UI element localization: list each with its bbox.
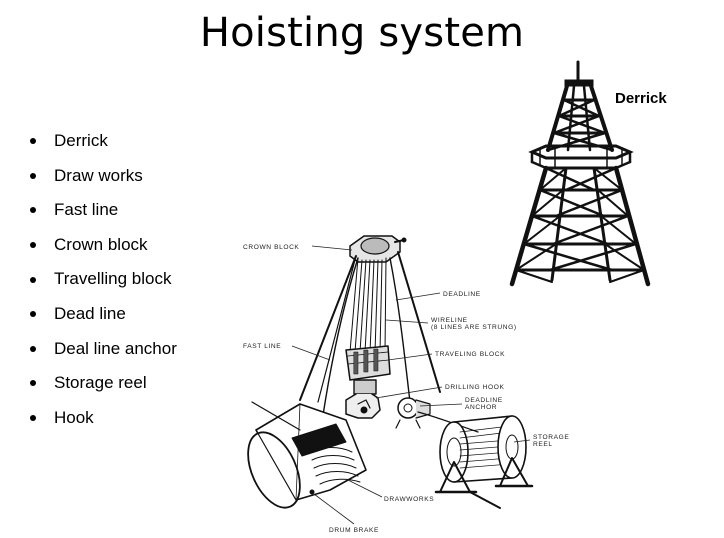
bullet-item: Derrick — [26, 124, 177, 159]
bullet-dot-icon — [30, 207, 36, 214]
traveling-block-drawing — [345, 345, 391, 381]
drilling-hook-drawing — [345, 379, 381, 419]
bullet-dot-icon — [30, 415, 36, 422]
wireline-bundle — [349, 257, 387, 353]
bullet-dot-icon — [30, 276, 36, 283]
bullet-item: Crown block — [26, 228, 177, 263]
bullet-item: Deal line anchor — [26, 332, 177, 367]
label-deadline: DEADLINE — [443, 291, 481, 298]
label-crown-block: CROWN BLOCK — [243, 244, 299, 251]
bullet-text: Hook — [54, 407, 94, 427]
bullet-item: Draw works — [26, 159, 177, 194]
bullet-item: Storage reel — [26, 366, 177, 401]
label-wireline-note: (8 LINES ARE STRUNG) — [431, 324, 517, 331]
bullet-text: Draw works — [54, 165, 143, 185]
bullet-dot-icon — [30, 138, 36, 145]
label-deadline-anchor-2: ANCHOR — [465, 404, 497, 411]
bullet-text: Travelling block — [54, 269, 172, 289]
bullet-text: Derrick — [54, 131, 108, 150]
label-drilling-hook: DRILLING HOOK — [445, 384, 504, 391]
bullet-list: Derrick Draw works Fast line Crown block… — [26, 124, 177, 435]
label-storage-reel-1: STORAGE — [533, 434, 569, 441]
slide-title: Hoisting system — [199, 10, 525, 56]
drawworks-drawing — [247, 401, 367, 509]
bullet-dot-icon — [30, 380, 36, 387]
bullet-item: Hook — [26, 401, 177, 436]
storage-reel-drawing — [434, 415, 534, 509]
bullet-text: Storage reel — [54, 373, 147, 393]
derrick-label: Derrick — [615, 90, 667, 107]
label-storage-reel-2: REEL — [533, 441, 553, 448]
dead-line — [389, 257, 411, 403]
crown-block-drawing — [349, 235, 407, 263]
bullet-item: Fast line — [26, 193, 177, 228]
bullet-text: Deal line anchor — [54, 338, 177, 358]
label-traveling-block: TRAVELING BLOCK — [435, 351, 505, 358]
bullet-dot-icon — [30, 172, 36, 179]
label-drum-brake: DRUM BRAKE — [329, 527, 379, 534]
label-drawworks: DRAWWORKS — [384, 496, 434, 503]
bullet-dot-icon — [30, 311, 36, 318]
bullet-text: Crown block — [54, 234, 148, 254]
bullet-item: Travelling block — [26, 262, 177, 297]
hoisting-diagram — [247, 235, 534, 509]
deadline-anchor-drawing — [395, 397, 431, 429]
label-deadline-anchor-1: DEADLINE — [465, 397, 503, 404]
bullet-dot-icon — [30, 345, 36, 352]
bullet-item: Dead line — [26, 297, 177, 332]
bullet-dot-icon — [30, 242, 36, 249]
label-fast-line: FAST LINE — [243, 343, 281, 350]
label-wireline: WIRELINE — [431, 317, 468, 324]
derrick-tower-illustration — [509, 60, 651, 287]
bullet-text: Dead line — [54, 303, 126, 323]
bullet-text: Fast line — [54, 200, 119, 220]
leader-lines — [291, 245, 531, 525]
